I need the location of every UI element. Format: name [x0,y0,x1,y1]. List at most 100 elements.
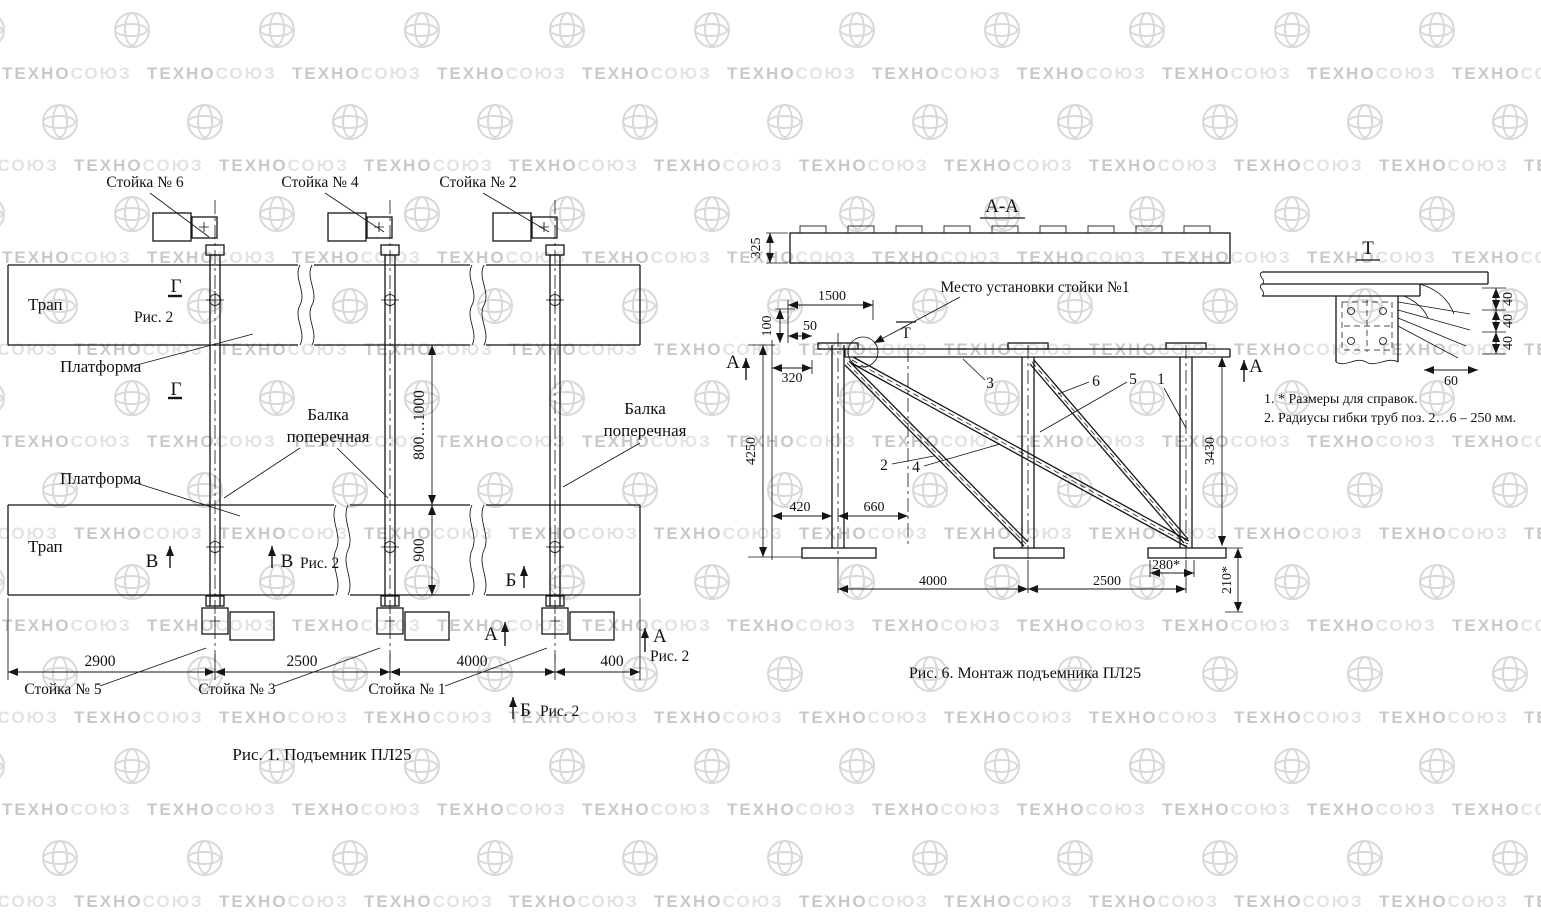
dim-320: 320 [782,371,803,386]
dim-40: 40 [1501,292,1516,306]
technosouz-watermark-text: ТЕХНОСОЮЗ [872,616,1002,635]
technosouz-watermark-text: ТЕХНОСОЮЗ [219,708,349,727]
technosouz-watermark-text: ТЕХНОСОЮЗ [509,156,639,175]
globe-watermark-icon [477,288,513,324]
technosouz-watermark-text: ТЕХНОСОЮЗ [1017,248,1147,267]
brace-pipes [844,356,1190,548]
globe-watermark-icon [1202,840,1238,876]
globe-watermark-icon [1129,196,1165,232]
middle-column [993,345,1066,566]
technosouz-watermark-text: ТЕХНОСОЮЗ [1452,616,1541,635]
technosouz-watermark-text: ТЕХНОСОЮЗ [944,708,1074,727]
globe-watermark-icon [1202,656,1238,692]
right-column [1147,345,1227,566]
globe-watermark-icon [42,288,78,324]
globe-watermark-icon [1347,104,1383,140]
globe-watermark-icon [332,840,368,876]
technosouz-watermark-text: ТЕХНОСОЮЗ [147,248,277,267]
globe-watermark-icon [1202,104,1238,140]
technosouz-watermark-text: ТЕХНОСОЮЗ [944,524,1074,543]
globe-watermark-icon [912,656,948,692]
globe-watermark-icon [912,104,948,140]
globe-watermark-icon [1129,380,1165,416]
fig1-leader-lines [99,192,641,687]
fig6-section-marks: А А [726,352,1263,382]
dim-platform-gap: 800…1000 [411,390,428,460]
drive-unit-bottom [541,595,615,641]
globe-watermark-icon [1202,288,1238,324]
technosouz-watermark-text: ТЕХНОСОЮЗ [872,64,1002,83]
technosouz-watermark-text: ТЕХНОСОЮЗ [1307,248,1437,267]
dim-280: 280* [1152,558,1180,573]
technosouz-watermark-text: ТЕХНОСОЮЗ [1452,64,1541,83]
technosouz-watermark-text: ТЕХНОСОЮЗ [1307,432,1437,451]
globe-watermark-icon [1419,748,1455,784]
technosouz-watermark-text: ТЕХНОСОЮЗ [292,432,422,451]
globe-watermark-icon [1492,104,1528,140]
technosouz-watermark-text: ТЕХНОСОЮЗ [1379,156,1509,175]
technosouz-watermark-text: ТЕХНОСОЮЗ [292,64,422,83]
drive-unit-top [152,212,225,256]
globe-watermark-icon [332,472,368,508]
part-6: 6 [1092,373,1100,390]
globe-watermark-icon [1419,380,1455,416]
technosouz-watermark-text: ТЕХНОСОЮЗ [1234,156,1364,175]
globe-watermark-icon [259,380,295,416]
fig6-caption: Рис. 6. Монтаж подъемника ПЛ25 [909,665,1141,682]
technosouz-watermark-text: ТЕХНОСОЮЗ [1162,64,1292,83]
section-mark-b: Б [506,570,517,591]
globe-watermark-icon [1057,472,1093,508]
globe-watermark-icon [1274,748,1310,784]
label-balka-left-2: поперечная [287,427,370,446]
technosouz-watermark-text: ТЕХНОСОЮЗ [147,64,277,83]
section-mark-v: В [146,551,159,572]
section-title-aa: А-А [985,196,1019,217]
technosouz-watermark-text: ТЕХНОСОЮЗ [2,432,132,451]
note-1: 1. * Размеры для справок. [1264,392,1418,407]
label-platforma-upper: Платформа [60,357,142,376]
technosouz-watermark-text: ТЕХНОСОЮЗ [0,524,59,543]
label-stojka-2: Стойка № 2 [439,174,516,191]
technosouz-watermark-text: ТЕХНОСОЮЗ [582,64,712,83]
globe-watermark-icon [404,748,440,784]
label-balka-left-1: Балка [307,405,349,424]
label-trap-upper: Трап [28,295,63,314]
section-mark-a: А [1249,356,1263,377]
fig1-vertical-dimensions: 800…1000 900 [411,345,436,595]
globe-watermark-icon [1274,196,1310,232]
bent-pipe-fan [1397,283,1471,359]
section-mark-a: А [484,624,498,645]
globe-watermark-icon [259,12,295,48]
technosouz-watermark-text: ТЕХНОСОЮЗ [872,800,1002,819]
globe-watermark-icon [187,104,223,140]
globe-watermark-icon [114,12,150,48]
place-note-leader [873,296,961,344]
technosouz-watermark-text: ТЕХНОСОЮЗ [0,708,59,727]
globe-watermark-icon [1274,564,1310,600]
technosouz-watermark-text: ТЕХНОСОЮЗ [799,708,929,727]
label-stojka-5: Стойка № 5 [24,681,101,698]
label-trap-lower: Трап [28,537,63,556]
technosouz-watermark-text: ТЕХНОСОЮЗ [1162,248,1292,267]
globe-watermark-icon [767,472,803,508]
globe-watermark-icon [187,840,223,876]
note-2: 2. Радиусы гибки труб поз. 2…6 – 250 мм. [1264,411,1516,426]
label-balka-right-2: поперечная [604,421,687,440]
technosouz-watermark-text: ТЕХНОСОЮЗ [292,800,422,819]
technosouz-watermark-text: ТЕХНОСОЮЗ [1234,708,1364,727]
upper-platform-band [7,264,641,346]
technosouz-watermark-text: ТЕХНОСОЮЗ [1524,524,1541,543]
technosouz-watermark-text: ТЕХНОСОЮЗ [1307,616,1437,635]
globe-watermark-icon [839,12,875,48]
ref-ris2: Рис. 2 [300,555,339,572]
fig1-plan-drawing: 800…1000 900 2900 2500 4000 400 Стойка №… [7,174,689,764]
section-aa-plates [799,225,1211,234]
technosouz-watermark-text: ТЕХНОСОЮЗ [2,64,132,83]
dim-400: 400 [600,653,624,670]
globe-watermark-icon [984,12,1020,48]
drive-unit-top [327,212,400,256]
technosouz-watermark-text: ТЕХНОСОЮЗ [1017,64,1147,83]
globe-watermark-icon [912,472,948,508]
dim-2900: 2900 [85,653,116,670]
